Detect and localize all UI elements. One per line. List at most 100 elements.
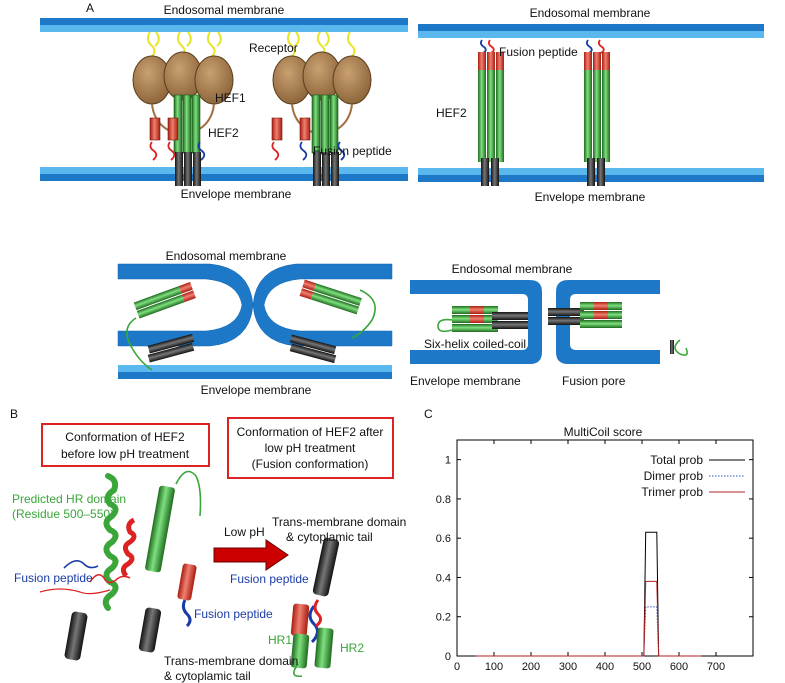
panel-a-label: A xyxy=(86,1,94,15)
envelope-membrane-bl-inner xyxy=(118,365,392,372)
tm-bottom-line1: Trans-membrane domain xyxy=(164,654,298,668)
endosomal-membrane-r-outer xyxy=(418,24,764,31)
y-tick-label: 0 xyxy=(445,651,451,663)
envelope-membrane-outer xyxy=(40,174,408,181)
hef2-before-structure xyxy=(39,473,137,661)
endosomal-membrane-label-r: Endosomal membrane xyxy=(530,6,651,20)
pore-membrane-left xyxy=(410,280,542,364)
fusion-peptide-label-r: Fusion peptide xyxy=(499,45,578,59)
envelope-membrane-bl-outer xyxy=(118,372,392,379)
fusion-peptide-label-b-left: Fusion peptide xyxy=(14,571,93,585)
six-helix-left xyxy=(452,306,528,332)
hef2-before-right xyxy=(138,470,202,653)
hr2-label: HR2 xyxy=(340,641,364,655)
endosomal-membrane-label: Endosomal membrane xyxy=(164,3,285,17)
box-before: Conformation of HEF2 before low pH treat… xyxy=(41,423,210,467)
panel-a-bottom-left: Endosomal membrane Envelope membrane xyxy=(117,249,393,397)
receptor-label: Receptor xyxy=(249,41,298,55)
tm-pore-stub xyxy=(670,340,674,354)
panel-a-bottom-right: Endosomal membrane Six-helix coiled-coil… xyxy=(410,262,688,388)
envelope-membrane-label-br: Envelope membrane xyxy=(410,374,521,388)
hef1-label: HEF1 xyxy=(215,91,246,105)
envelope-membrane-label: Envelope membrane xyxy=(181,187,292,201)
low-ph-arrow xyxy=(213,539,289,571)
series-line-1 xyxy=(475,606,702,657)
series-line-0 xyxy=(475,531,702,657)
linker-br xyxy=(351,289,376,339)
fusion-peptides-a xyxy=(149,141,346,161)
legend-label: Dimer prob xyxy=(644,469,704,483)
box-before-line1: Conformation of HEF2 xyxy=(65,430,185,444)
hef2-after-structure xyxy=(290,537,340,678)
hef2-stalk-left xyxy=(149,94,201,154)
six-helix-right xyxy=(548,302,622,328)
panel-a-top-left: Endosomal membrane Envelope membrane xyxy=(40,3,408,201)
linker-bl xyxy=(126,317,153,371)
tm-top-line1: Trans-membrane domain xyxy=(272,515,406,529)
legend-label: Trimer prob xyxy=(641,485,703,499)
axis-ticks: 0 100 200 300 400 500 600 700 0 0.2 0.4 0.6 0.8 1 xyxy=(436,440,753,673)
endosomal-membrane-outer xyxy=(40,18,408,25)
linker-pore-right xyxy=(674,339,688,356)
tm-bottom-line2: & cytoplamic tail xyxy=(164,669,251,683)
box-after-line3: (Fusion conformation) xyxy=(252,457,369,471)
envelope-membrane-label-bl: Envelope membrane xyxy=(201,383,312,397)
hef2-extended-left xyxy=(478,39,504,186)
receptor-glycans xyxy=(146,31,356,59)
x-tick-label: 100 xyxy=(485,661,503,673)
tm-top-line2: & cytoplamic tail xyxy=(286,530,373,544)
panel-c-label: C xyxy=(424,407,433,421)
endosomal-membrane-r-inner xyxy=(418,31,764,38)
fusion-peptide-label-b-mid: Fusion peptide xyxy=(194,607,273,621)
hef2-label-r: HEF2 xyxy=(436,106,467,120)
endosomal-membrane-label-br: Endosomal membrane xyxy=(452,262,573,276)
linker-pore-left xyxy=(437,318,453,333)
x-tick-label: 0 xyxy=(454,661,460,673)
hef2-extended-right xyxy=(584,39,610,186)
hemifusion-membrane xyxy=(117,263,393,347)
y-tick-label: 0.6 xyxy=(436,533,451,545)
box-before-line2: before low pH treatment xyxy=(61,447,190,461)
tm-bl xyxy=(147,333,337,364)
y-tick-label: 0.8 xyxy=(436,494,451,506)
x-tick-label: 600 xyxy=(670,661,688,673)
endosomal-membrane-label-bl: Endosomal membrane xyxy=(166,249,287,263)
y-tick-label: 0.4 xyxy=(436,572,451,584)
hr-domain-residue: (Residue 500–550) xyxy=(12,507,114,521)
x-tick-label: 200 xyxy=(522,661,540,673)
envelope-membrane-label-r: Envelope membrane xyxy=(535,190,646,204)
series-lines xyxy=(475,531,702,657)
legend-label: Total prob xyxy=(650,453,703,467)
x-tick-label: 300 xyxy=(559,661,577,673)
x-tick-label: 700 xyxy=(707,661,725,673)
tm-cylinders-a xyxy=(175,152,339,186)
box-after-line2: low pH treatment xyxy=(265,441,356,455)
panel-b-label: B xyxy=(10,407,18,421)
fusion-peptide-label-b-right: Fusion peptide xyxy=(230,572,309,586)
hairpin-left xyxy=(133,282,196,319)
envelope-membrane-inner xyxy=(40,167,408,174)
series-line-2 xyxy=(475,580,702,657)
hef2-label: HEF2 xyxy=(208,126,239,140)
six-helix-label: Six-helix coiled-coil xyxy=(424,337,526,351)
hairpin-right xyxy=(299,279,362,315)
pore-membrane-right xyxy=(556,280,660,364)
endosomal-membrane-inner xyxy=(40,25,408,32)
hr-domain-label: Predicted HR domain xyxy=(12,492,126,506)
box-after: Conformation of HEF2 after low pH treatm… xyxy=(227,417,394,479)
x-tick-label: 400 xyxy=(596,661,614,673)
hr1-label: HR1 xyxy=(268,633,292,647)
y-tick-label: 1 xyxy=(445,455,451,467)
fusion-pore-label: Fusion pore xyxy=(562,374,626,388)
plot-frame xyxy=(456,439,754,657)
panel-a-top-right: Endosomal membrane Envelope membrane xyxy=(418,6,764,204)
box-after-line1: Conformation of HEF2 after xyxy=(237,425,384,439)
fusion-peptide-label: Fusion peptide xyxy=(313,144,392,158)
y-tick-label: 0.2 xyxy=(436,612,451,624)
chart-title: MultiCoil score xyxy=(564,425,643,439)
low-ph-label: Low pH xyxy=(224,525,265,539)
x-tick-label: 500 xyxy=(633,661,651,673)
